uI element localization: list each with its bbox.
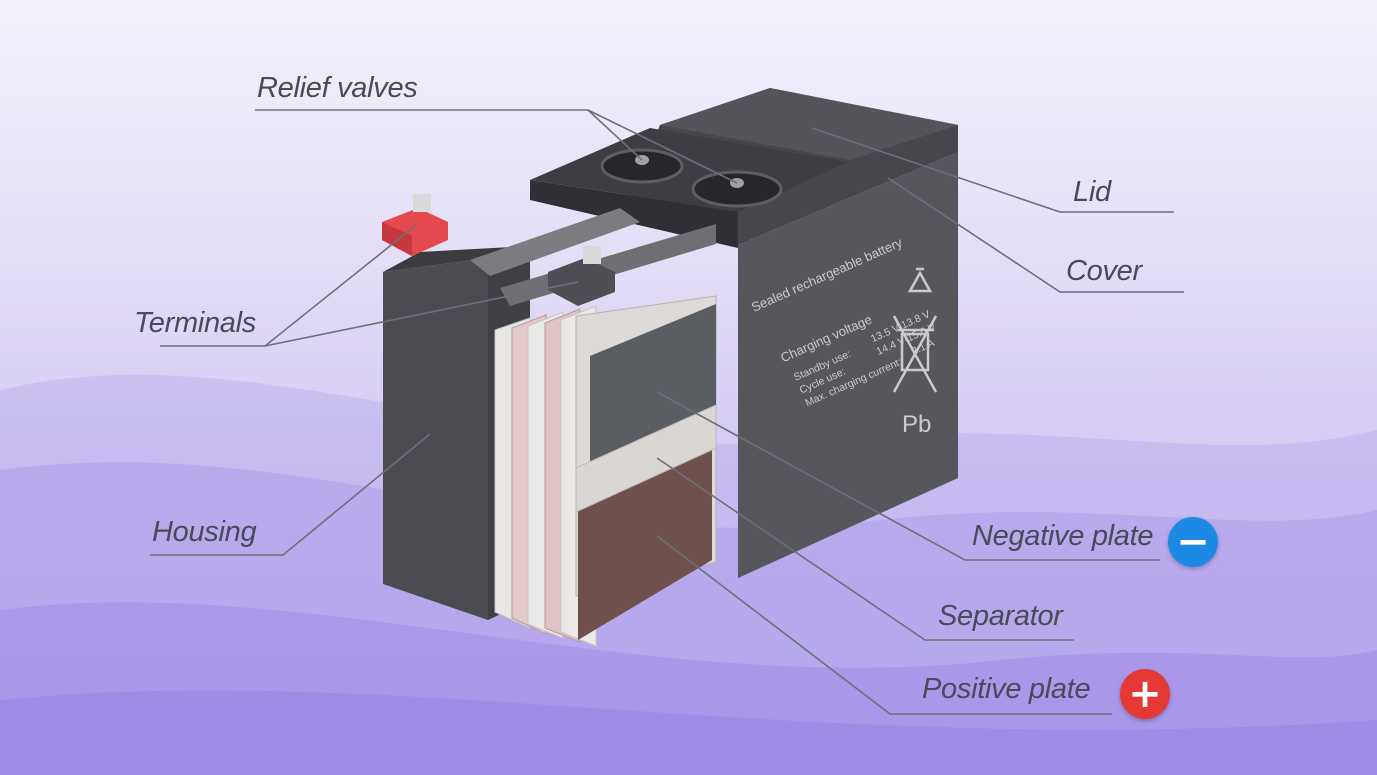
positive-plate-face: [578, 440, 712, 640]
label-terminals: Terminals: [134, 307, 256, 339]
housing: [383, 258, 488, 620]
minus-icon: −: [1168, 517, 1218, 567]
callout-line-negative-plate: [656, 391, 1160, 561]
callout-line-relief-valves: [255, 109, 643, 161]
battery-label-pb: Pb: [902, 411, 931, 438]
label-cover: Cover: [1066, 255, 1142, 287]
callout-line-housing: [150, 433, 431, 556]
callout-line-separator: [656, 457, 1074, 641]
negative-terminal: [548, 246, 615, 306]
callout-lines: [150, 109, 1184, 715]
minus-symbol: −: [1176, 519, 1210, 565]
label-separator: Separator: [938, 600, 1063, 632]
relief-valve-1: [600, 148, 684, 184]
label-housing: Housing: [152, 516, 257, 548]
plus-symbol: +: [1128, 671, 1162, 717]
positive-terminal: [382, 194, 448, 256]
relief-valve-2: [691, 170, 783, 208]
label-relief-valves: Relief valves: [257, 72, 418, 104]
callout-line-lid: [811, 127, 1174, 213]
recycle-icon: [907, 267, 933, 293]
plus-icon: +: [1120, 669, 1170, 719]
crossed-bin-icon: [892, 315, 938, 393]
label-negative-plate: Negative plate: [972, 520, 1154, 552]
negative-plate-face: [590, 304, 716, 468]
label-lid: Lid: [1073, 176, 1111, 208]
callout-line-positive-plate: [656, 535, 1112, 715]
callout-line-cover: [887, 177, 1184, 293]
label-positive-plate: Positive plate: [922, 673, 1091, 705]
battery-side-face: [738, 152, 958, 578]
plate-stack: [494, 295, 717, 647]
